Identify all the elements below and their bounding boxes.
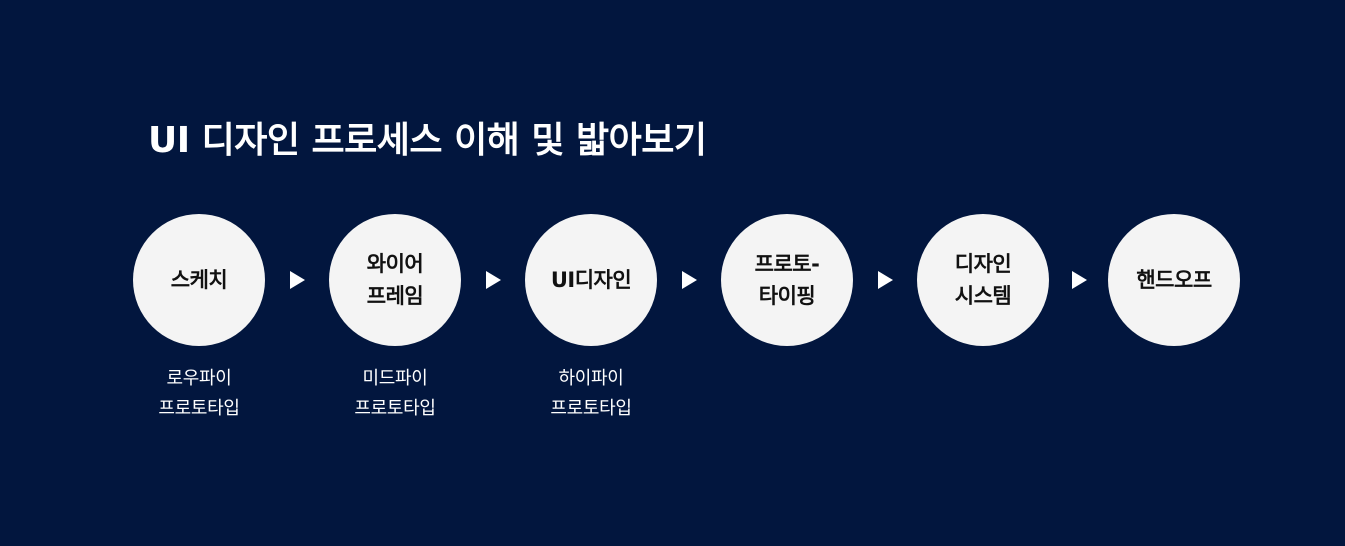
caption-line: 로우파이	[166, 368, 232, 389]
step-label-line: 와이어	[366, 252, 424, 276]
step-label-line: 시스템	[954, 284, 1012, 308]
step-caption: 로우파이 프로토타입	[103, 364, 295, 424]
right-arrow-icon	[682, 271, 697, 289]
right-arrow-icon	[1072, 271, 1087, 289]
caption-line: 프로토타입	[354, 398, 436, 419]
caption-line: 프로토타입	[550, 398, 632, 419]
step-circle: 프로토- 타이핑	[721, 214, 853, 346]
step-caption: 하이파이 프로토타입	[495, 364, 687, 424]
step-caption: 미드파이 프로토타입	[299, 364, 491, 424]
caption-line: 미드파이	[362, 368, 428, 389]
process-step-handoff: 핸드오프	[1108, 214, 1240, 346]
step-circle: 스케치	[133, 214, 265, 346]
step-circle: UI디자인	[525, 214, 657, 346]
caption-line: 프로토타입	[158, 398, 240, 419]
right-arrow-icon	[878, 271, 893, 289]
step-label-line: UI디자인	[550, 268, 632, 292]
caption-line: 하이파이	[558, 368, 624, 389]
process-step-ui-design: UI디자인 하이파이 프로토타입	[525, 214, 657, 419]
step-label-line: 타이핑	[758, 284, 816, 308]
process-step-sketch: 스케치 로우파이 프로토타입	[133, 214, 265, 419]
step-label-line: 프레임	[366, 284, 424, 308]
step-circle: 와이어 프레임	[329, 214, 461, 346]
right-arrow-icon	[290, 271, 305, 289]
step-label-line: 스케치	[170, 268, 228, 292]
process-step-prototyping: 프로토- 타이핑	[721, 214, 853, 346]
step-circle: 디자인 시스템	[917, 214, 1049, 346]
process-step-design-system: 디자인 시스템	[917, 214, 1049, 346]
step-label-line: 프로토-	[754, 252, 820, 276]
page-title: UI 디자인 프로세스 이해 및 밟아보기	[148, 120, 707, 161]
step-label-line: 핸드오프	[1136, 268, 1212, 292]
right-arrow-icon	[486, 271, 501, 289]
step-circle: 핸드오프	[1108, 214, 1240, 346]
process-step-wireframe: 와이어 프레임 미드파이 프로토타입	[329, 214, 461, 419]
step-label-line: 디자인	[954, 252, 1012, 276]
